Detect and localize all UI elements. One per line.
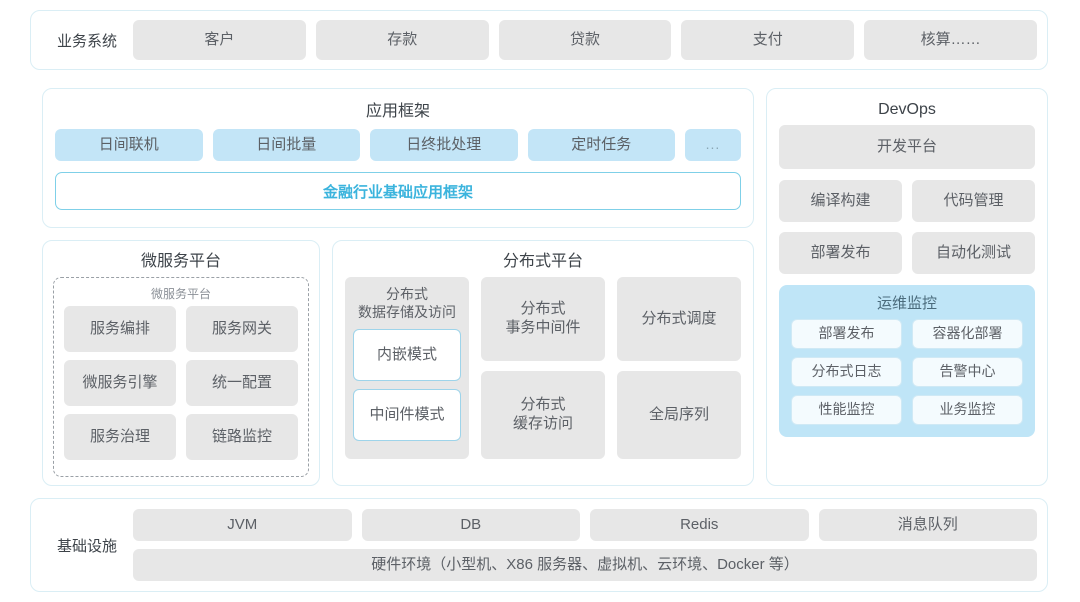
distributed-cell[interactable]: 分布式 缓存访问 [481,371,605,459]
business-systems-panel: 业务系统 客户 存款 贷款 支付 核算…… [30,10,1048,70]
app-framework-more-chip[interactable]: ... [685,129,741,161]
business-system-chip[interactable]: 客户 [133,20,306,60]
distributed-cell-line1: 分布式 [520,396,566,414]
app-framework-chip[interactable]: 日终批处理 [370,129,518,161]
app-framework-chip[interactable]: 定时任务 [527,129,675,161]
ops-monitor-chip[interactable]: 性能监控 [791,395,902,425]
app-framework-chip-list: 日间联机 日间批量 日终批处理 定时任务 ... [55,129,741,161]
infrastructure-chip[interactable]: Redis [590,509,809,541]
infrastructure-chip[interactable]: JVM [133,509,352,541]
microservice-chip[interactable]: 链路监控 [186,414,298,460]
foundation-framework-band: 金融行业基础应用框架 [55,172,741,210]
ops-monitor-chip[interactable]: 容器化部署 [912,319,1023,349]
distributed-platform-title: 分布式平台 [502,253,583,270]
distributed-cell-line2: 缓存访问 [512,415,573,432]
ops-monitor-grid: 部署发布 容器化部署 分布式日志 告警中心 性能监控 业务监控 [791,319,1023,425]
microservice-platform-panel: 微服务平台 微服务平台 服务编排 服务网关 微服务引擎 统一配置 服务治理 链路… [42,240,320,486]
distributed-storage-mode-embedded[interactable]: 内嵌模式 [353,329,461,382]
infrastructure-panel: 基础设施 JVM DB Redis 消息队列 硬件环境（小型机、X86 服务器、… [30,498,1048,592]
distributed-platform-panel: 分布式平台 分布式 数据存储及访问 内嵌模式 中间件模式 分布式 事务中间 [332,240,754,486]
distributed-cell-line1: 分布式调度 [641,309,717,327]
distributed-storage-card[interactable]: 分布式 数据存储及访问 内嵌模式 中间件模式 [345,277,469,459]
microservice-inner-title: 微服务平台 [150,287,211,301]
devops-chip[interactable]: 自动化测试 [912,232,1035,274]
devops-chip[interactable]: 部署发布 [779,232,902,274]
app-framework-panel: 应用框架 日间联机 日间批量 日终批处理 定时任务 ... 金融行业基础应用框架 [42,88,754,228]
devops-chip-grid: 编译构建 代码管理 部署发布 自动化测试 [779,180,1035,274]
devops-chip[interactable]: 代码管理 [912,180,1035,222]
app-framework-title: 应用框架 [365,103,430,120]
ops-monitor-chip[interactable]: 分布式日志 [791,357,902,387]
distributed-cell[interactable]: 全局序列 [617,371,741,459]
business-system-chip[interactable]: 存款 [315,20,489,60]
distributed-storage-mode-middleware[interactable]: 中间件模式 [353,389,461,442]
distributed-cell-line1: 全局序列 [648,405,709,423]
ops-monitor-chip[interactable]: 告警中心 [912,357,1023,387]
microservice-chip[interactable]: 服务治理 [64,414,176,460]
microservice-chip[interactable]: 统一配置 [186,360,298,406]
app-framework-chip[interactable]: 日间批量 [212,129,360,161]
infrastructure-chip[interactable]: DB [361,509,580,541]
microservice-chip[interactable]: 服务网关 [186,306,298,352]
microservice-platform-title: 微服务平台 [140,253,221,270]
business-system-chip[interactable]: 核算…… [864,20,1037,60]
distributed-cell[interactable]: 分布式调度 [617,277,741,361]
devops-chip[interactable]: 编译构建 [779,180,902,222]
app-framework-chip[interactable]: 日间联机 [55,129,203,161]
microservice-chip-grid: 服务编排 服务网关 微服务引擎 统一配置 服务治理 链路监控 [64,306,298,460]
microservice-inner-box: 微服务平台 服务编排 服务网关 微服务引擎 统一配置 服务治理 链路监控 [53,277,309,477]
distributed-storage-caption-line1: 分布式 [386,286,428,302]
distributed-cell-line1: 分布式 [520,300,566,318]
business-systems-chip-list: 客户 存款 贷款 支付 核算…… [133,20,1037,60]
ops-monitor-box: 运维监控 部署发布 容器化部署 分布式日志 告警中心 性能监控 业务监控 [779,285,1035,437]
ops-monitor-chip[interactable]: 部署发布 [791,319,902,349]
distributed-storage-caption-line2: 数据存储及访问 [358,304,456,321]
ops-monitor-title: 运维监控 [876,295,937,312]
devops-panel: DevOps 开发平台 编译构建 代码管理 部署发布 自动化测试 运维监控 部署… [766,88,1048,486]
devops-platform-chip[interactable]: 开发平台 [779,125,1035,169]
business-system-chip[interactable]: 贷款 [498,20,672,60]
left-column: 应用框架 日间联机 日间批量 日终批处理 定时任务 ... 金融行业基础应用框架… [42,88,754,486]
infrastructure-label: 基础设施 [56,537,117,555]
devops-title: DevOps [878,101,936,118]
distributed-platform-grid: 分布式 数据存储及访问 内嵌模式 中间件模式 分布式 事务中间件 [345,277,741,481]
infrastructure-chip-list: JVM DB Redis 消息队列 [133,509,1037,541]
ops-monitor-chip[interactable]: 业务监控 [912,395,1023,425]
middle-section: 应用框架 日间联机 日间批量 日终批处理 定时任务 ... 金融行业基础应用框架… [30,88,1048,486]
distributed-cell[interactable]: 分布式 事务中间件 [481,277,605,361]
business-systems-label: 业务系统 [56,32,117,50]
microservice-chip[interactable]: 微服务引擎 [64,360,176,406]
business-system-chip[interactable]: 支付 [681,20,855,60]
microservice-chip[interactable]: 服务编排 [64,306,176,352]
infrastructure-body: JVM DB Redis 消息队列 硬件环境（小型机、X86 服务器、虚拟机、云… [133,509,1037,581]
hardware-environment-bar[interactable]: 硬件环境（小型机、X86 服务器、虚拟机、云环境、Docker 等） [133,549,1037,581]
infrastructure-chip[interactable]: 消息队列 [818,509,1037,541]
distributed-storage-caption: 分布式 数据存储及访问 [353,285,461,321]
distributed-cell-line2: 事务中间件 [505,319,581,336]
